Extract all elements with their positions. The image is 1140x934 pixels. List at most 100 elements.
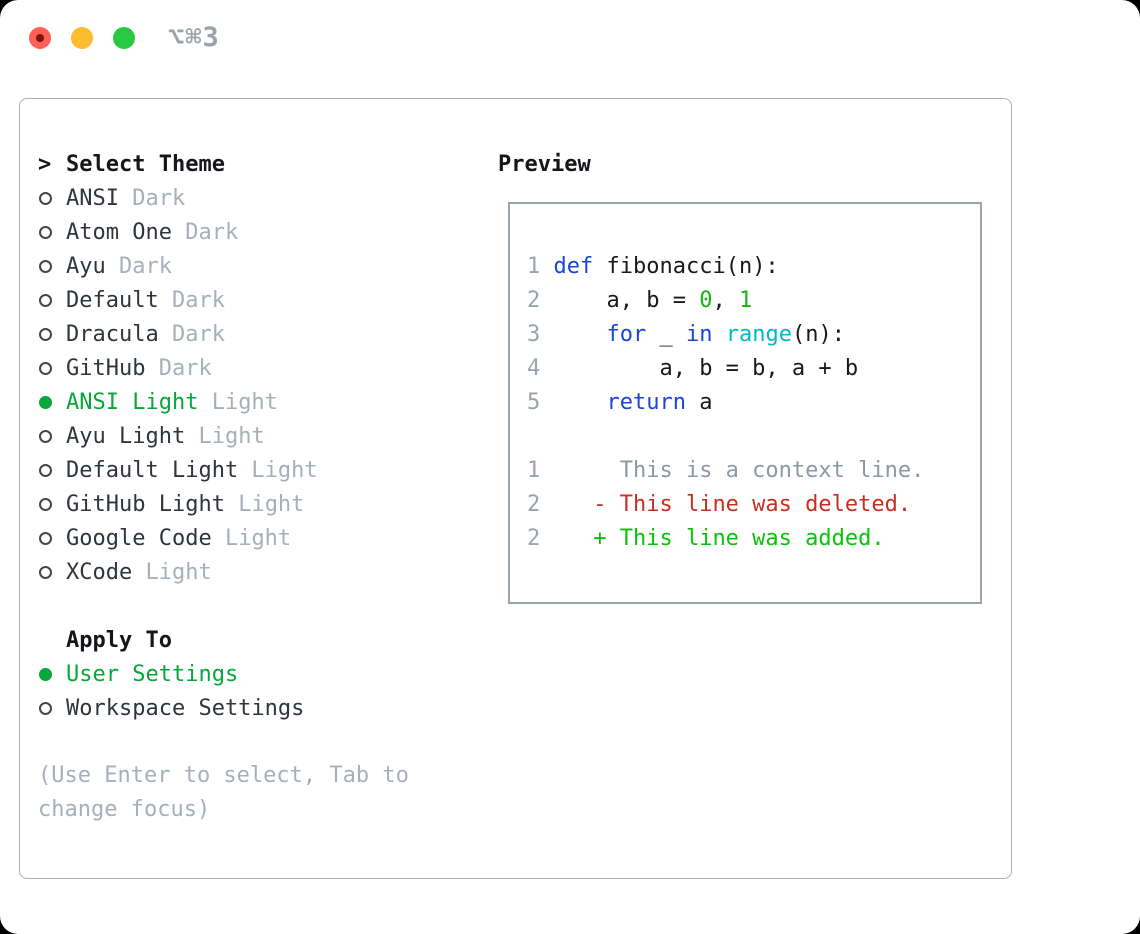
- minimize-button[interactable]: [71, 27, 93, 49]
- diff-context-line: 1 This is a context line.: [527, 453, 924, 487]
- option-variant-label: Dark: [158, 321, 225, 347]
- option-variant-label: Light: [238, 457, 318, 483]
- code-segment: [554, 390, 607, 415]
- code-segment: 4: [527, 355, 554, 381]
- code-segment: 2: [527, 525, 594, 551]
- option-variant-label: Light: [132, 559, 212, 585]
- radio-unselected-icon: [39, 327, 52, 341]
- radio-gutter: [38, 327, 66, 341]
- theme-option[interactable]: Ayu Light Light: [38, 419, 318, 453]
- option-label: ANSI: [66, 185, 119, 211]
- radio-gutter: [38, 225, 66, 239]
- code-line: 2 a, b = 0, 1: [527, 283, 924, 317]
- theme-option[interactable]: Google Code Light: [38, 521, 318, 555]
- code-segment: a, b = b, a + b: [553, 355, 859, 381]
- radio-unselected-icon: [39, 225, 52, 239]
- option-label: Atom One: [66, 219, 172, 245]
- code-segment: 1: [738, 287, 753, 313]
- preview-header: Preview: [498, 147, 591, 181]
- window-title-shortcut: ⌥⌘3: [168, 22, 220, 53]
- apply-to-title: Apply To: [66, 627, 172, 653]
- option-label: User Settings: [66, 661, 239, 687]
- blank-line: [527, 419, 924, 453]
- apply-to-option[interactable]: User Settings: [38, 657, 304, 691]
- code-segment: 1: [527, 457, 620, 483]
- radio-gutter: [38, 259, 66, 273]
- theme-list-title: Select Theme: [66, 151, 225, 177]
- option-variant-label: Dark: [105, 253, 172, 279]
- code-segment: [554, 322, 607, 347]
- diff-deleted-line: 2 - This line was deleted.: [527, 487, 924, 521]
- radio-unselected-icon: [39, 565, 52, 579]
- zoom-button[interactable]: [113, 27, 135, 49]
- radio-unselected-icon: [39, 531, 52, 545]
- diff-added-line: 2 + This line was added.: [527, 521, 924, 555]
- apply-to-header: Apply To: [38, 623, 304, 657]
- theme-option[interactable]: ANSI Dark: [38, 181, 318, 215]
- option-variant-label: Dark: [158, 287, 225, 313]
- preview-title: Preview: [498, 151, 591, 177]
- option-variant-label: Light: [198, 389, 278, 415]
- code-line: 3 for _ in range(n):: [527, 317, 924, 351]
- option-label: Dracula: [66, 321, 159, 347]
- caret-icon: >: [38, 151, 52, 177]
- code-segment: 1: [527, 253, 554, 279]
- code-segment: + This line was added.: [593, 525, 885, 551]
- radio-unselected-icon: [39, 293, 52, 307]
- code-segment: a: [685, 389, 713, 415]
- option-label: Default: [66, 287, 159, 313]
- theme-option[interactable]: GitHub Light Light: [38, 487, 318, 521]
- apply-to-option[interactable]: Workspace Settings: [38, 691, 304, 725]
- code-segment: 0: [699, 287, 713, 313]
- radio-unselected-icon: [39, 259, 52, 273]
- code-segment: 5: [527, 389, 554, 415]
- option-label: Ayu Light: [66, 423, 186, 449]
- close-button[interactable]: [29, 27, 51, 49]
- theme-option[interactable]: Default Light Light: [38, 453, 318, 487]
- code-line: 5 return a: [527, 385, 924, 419]
- radio-gutter: [38, 361, 66, 375]
- theme-option[interactable]: ANSI Light Light: [38, 385, 318, 419]
- option-label: Google Code: [66, 525, 212, 551]
- code-segment: 3: [527, 321, 554, 347]
- radio-unselected-icon: [39, 191, 52, 205]
- radio-gutter: [38, 565, 66, 579]
- code-line: 4 a, b = b, a + b: [527, 351, 924, 385]
- radio-gutter: [38, 701, 66, 715]
- option-label: GitHub: [66, 355, 146, 381]
- code-segment: (n):: [791, 321, 845, 347]
- code-segment: range: [725, 321, 792, 347]
- code-segment: a, b =: [553, 287, 700, 313]
- theme-option[interactable]: GitHub Dark: [38, 351, 318, 385]
- code-segment: 2: [527, 491, 594, 517]
- radio-unselected-icon: [39, 361, 52, 375]
- code-segment: This is a context line.: [619, 457, 925, 483]
- code-segment: [712, 322, 725, 347]
- theme-option[interactable]: Default Dark: [38, 283, 318, 317]
- option-variant-label: Light: [211, 525, 292, 551]
- option-label: Default Light: [66, 457, 239, 483]
- theme-list-header: > Select Theme: [38, 147, 318, 181]
- close-active-dot-icon: [36, 34, 44, 42]
- radio-gutter: [38, 531, 66, 545]
- radio-gutter: [38, 395, 66, 409]
- theme-option[interactable]: Atom One Dark: [38, 215, 318, 249]
- keyboard-hint: (Use Enter to select, Tab to change focu…: [38, 763, 423, 822]
- code-segment: in: [685, 321, 713, 347]
- theme-option[interactable]: Ayu Dark: [38, 249, 318, 283]
- radio-gutter: [38, 429, 66, 443]
- theme-option[interactable]: Dracula Dark: [38, 317, 318, 351]
- code-segment: _: [646, 321, 686, 347]
- code-segment: return: [606, 389, 686, 415]
- code-segment: def: [553, 253, 594, 279]
- radio-gutter: [38, 497, 66, 511]
- option-variant-label: Light: [185, 423, 265, 449]
- radio-unselected-icon: [39, 497, 52, 511]
- option-label: Workspace Settings: [66, 695, 305, 721]
- theme-option[interactable]: XCode Light: [38, 555, 318, 589]
- code-segment: ,: [712, 287, 739, 313]
